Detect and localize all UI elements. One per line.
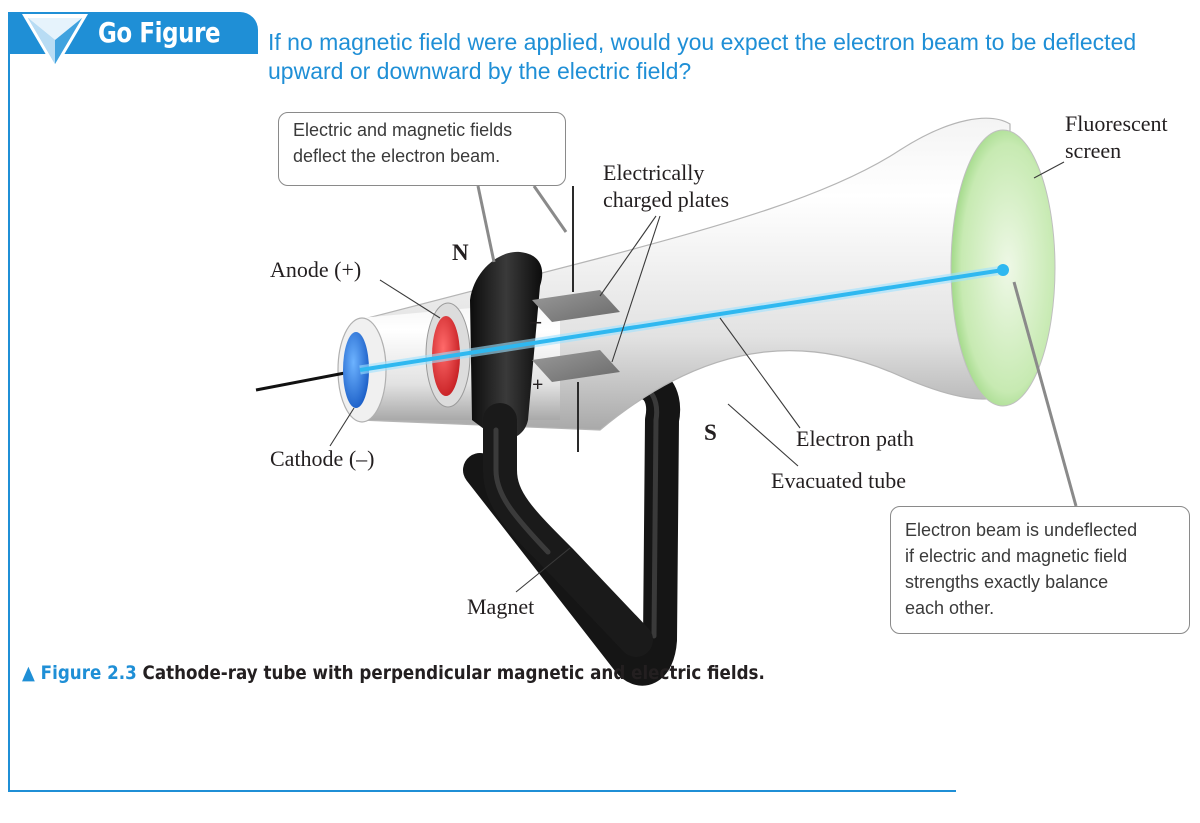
balance-callout-line-1: Electron beam is undeflected [905,520,1138,540]
electron-path-label: Electron path [796,426,914,451]
balance-callout: Electron beam is undeflected if electric… [890,506,1190,634]
go-figure-title: Go Figure [98,16,221,49]
figure-caption-text: Cathode-ray tube with perpendicular magn… [142,662,765,684]
south-pole-label: S [704,420,717,445]
charged-plates-label-1: Electrically [603,160,705,185]
evacuated-tube-label: Evacuated tube [771,468,906,493]
figure-number: ▲ Figure 2.3 [22,662,137,684]
frame-bottom-rule [8,790,956,792]
question-text: If no magnetic field were applied, would… [268,29,1137,84]
beam-spot [997,264,1009,276]
electron-beam [359,268,1004,372]
balance-callout-line-4: each other. [905,598,995,618]
north-pole-label: N [452,240,469,265]
balance-callout-line-2: if electric and magnetic field [905,546,1128,566]
negative-plate [532,290,620,322]
fluorescent-screen-label-1: Fluorescent [1065,111,1168,136]
magnet-label: Magnet [467,594,535,619]
anode-label: Anode (+) [270,257,362,282]
balance-callout-line-3: strengths exactly balance [905,572,1109,592]
go-figure-icon [22,14,88,70]
fields-deflect-callout: Electric and magnetic fields deflect the… [278,112,566,186]
minus-sign: – [530,308,541,333]
fields-callout-line-2: deflect the electron beam. [293,146,501,166]
plus-sign: + [532,374,544,396]
cathode-label: Cathode (–) [270,446,375,471]
charged-plates-label-2: charged plates [603,187,730,212]
positive-plate [532,350,620,382]
figure-caption: ▲ Figure 2.3 Cathode-ray tube with perpe… [22,662,765,684]
fluorescent-screen-label-2: screen [1065,138,1122,163]
cathode-disk [343,332,369,408]
frame-left-rule [8,40,10,792]
fields-callout-line-1: Electric and magnetic fields [293,120,513,140]
cathode-wire [255,370,351,392]
